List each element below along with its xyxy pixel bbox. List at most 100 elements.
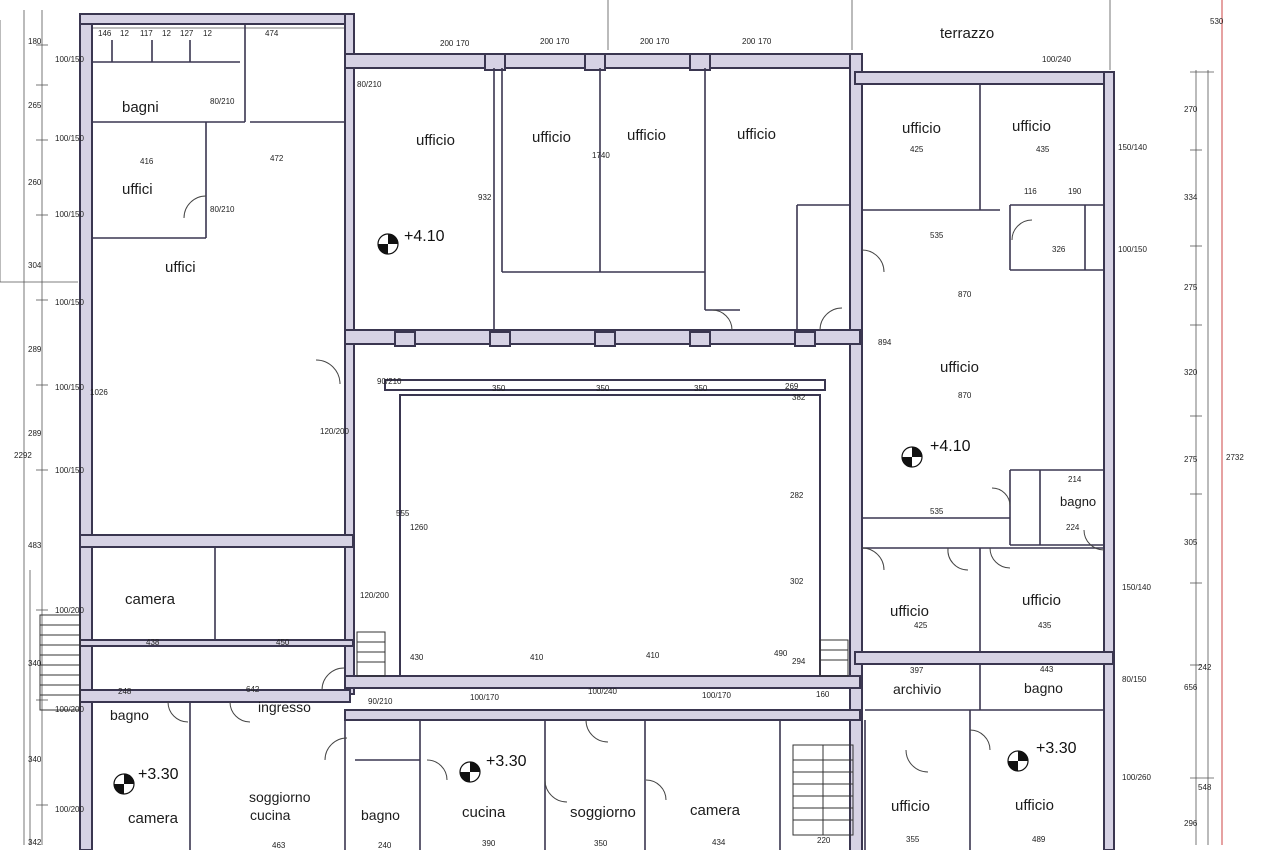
dim-label: 894 bbox=[878, 338, 892, 347]
room-label-bagno-se: bagno bbox=[1024, 680, 1063, 696]
room-label-ufficio-se2: ufficio bbox=[1022, 592, 1061, 609]
room-label-soggiorno-s: soggiorno bbox=[570, 804, 636, 821]
dim-label: 12 bbox=[203, 29, 212, 38]
dim-label: 127 bbox=[180, 29, 194, 38]
dim-label: 200 bbox=[440, 39, 454, 48]
doors bbox=[167, 195, 1105, 803]
dim-label: 870 bbox=[958, 290, 972, 299]
dim-label: 450 bbox=[276, 638, 290, 647]
opening-label: 120/200 bbox=[320, 427, 349, 436]
dim-label: 548 bbox=[1198, 783, 1212, 792]
dim-label: 117 bbox=[140, 29, 153, 38]
room-label-camera-w: camera bbox=[125, 591, 176, 608]
dim-label: 146 bbox=[98, 29, 112, 38]
dim-label: 410 bbox=[646, 651, 660, 660]
opening-label: 100/150 bbox=[55, 210, 84, 219]
dim-label: 472 bbox=[270, 154, 284, 163]
opening-label: 100/150 bbox=[55, 466, 84, 475]
dim-label: 12 bbox=[120, 29, 129, 38]
opening-label: 80/210 bbox=[210, 97, 235, 106]
dim-label: 214 bbox=[1068, 475, 1082, 484]
level-label: +3.30 bbox=[138, 766, 179, 783]
room-label-ufficio-c: ufficio bbox=[627, 127, 666, 144]
opening-label: 100/150 bbox=[55, 134, 84, 143]
level-label: +3.30 bbox=[1036, 740, 1077, 757]
opening-label: 150/140 bbox=[1122, 583, 1151, 592]
dim-label: 190 bbox=[1068, 187, 1082, 196]
dim-label: 220 bbox=[817, 836, 831, 845]
dim-label: 248 bbox=[118, 687, 132, 696]
dim-label: 530 bbox=[1210, 17, 1224, 26]
dim-label: 200 bbox=[540, 37, 554, 46]
opening-label: 160 bbox=[816, 690, 830, 699]
level-marker: +3.30 bbox=[113, 766, 179, 795]
dim-label: 490 bbox=[774, 649, 788, 658]
room-label-camera-sw: camera bbox=[128, 810, 179, 827]
dim-label: 170 bbox=[556, 37, 570, 46]
dim-label: 116 bbox=[1024, 187, 1037, 196]
room-label-ufficio-d: ufficio bbox=[737, 126, 776, 143]
dim-label: 282 bbox=[790, 491, 804, 500]
dim-label: 535 bbox=[930, 231, 944, 240]
dim-label: 355 bbox=[906, 835, 920, 844]
room-label-camera-s: camera bbox=[690, 802, 741, 819]
dim-label: 340 bbox=[28, 659, 42, 668]
dim-label: 555 bbox=[396, 509, 410, 518]
room-label-bagni: bagni bbox=[122, 99, 159, 116]
dim-label: 438 bbox=[146, 638, 160, 647]
dim-label: 1026 bbox=[90, 388, 108, 397]
room-label-bagno-e: bagno bbox=[1060, 494, 1096, 509]
opening-label: 100/150 bbox=[1118, 245, 1147, 254]
dim-label: 180 bbox=[28, 37, 42, 46]
walls bbox=[79, 13, 1115, 850]
opening-label: 80/210 bbox=[210, 205, 235, 214]
level-marker: +3.30 bbox=[1007, 740, 1077, 772]
opening-label: 120/200 bbox=[360, 591, 389, 600]
dim-label: 350 bbox=[492, 384, 506, 393]
opening-label: 100/150 bbox=[55, 298, 84, 307]
room-label-ufficio-s2: ufficio bbox=[1015, 797, 1054, 814]
dim-label: 434 bbox=[712, 838, 726, 847]
room-label-bagno-w: bagno bbox=[110, 707, 149, 723]
room-label-ufficio-a: ufficio bbox=[416, 132, 455, 149]
dim-label: 340 bbox=[28, 755, 42, 764]
level-label: +4.10 bbox=[404, 228, 445, 245]
dim-label: 483 bbox=[28, 541, 42, 550]
dim-label: 305 bbox=[1184, 538, 1198, 547]
room-label-bagno-s: bagno bbox=[361, 807, 400, 823]
dim-label: 294 bbox=[792, 657, 806, 666]
dim-label: 170 bbox=[456, 39, 470, 48]
room-label-soggiorno-cucina-2: cucina bbox=[250, 807, 291, 823]
dim-label: 289 bbox=[28, 345, 42, 354]
room-label-ufficio-b: ufficio bbox=[532, 129, 571, 146]
dim-label: 489 bbox=[1032, 835, 1046, 844]
opening-label: 150/140 bbox=[1118, 143, 1147, 152]
level-marker: +4.10 bbox=[901, 438, 971, 468]
dim-label: 242 bbox=[1198, 663, 1212, 672]
opening-label: 100/260 bbox=[1122, 773, 1151, 782]
opening-label: 100/150 bbox=[55, 55, 84, 64]
dim-label: 326 bbox=[1052, 245, 1066, 254]
room-label-cucina-s: cucina bbox=[462, 804, 506, 821]
dim-label: 416 bbox=[140, 157, 154, 166]
dim-label: 342 bbox=[28, 838, 42, 847]
dim-label: 170 bbox=[656, 37, 670, 46]
dim-label: 270 bbox=[1184, 105, 1198, 114]
dim-label: 304 bbox=[28, 261, 42, 270]
room-label-terrazzo: terrazzo bbox=[940, 25, 994, 42]
dim-label: 302 bbox=[790, 577, 804, 586]
room-labels: terrazzo bagni uffici uffici ufficio uff… bbox=[110, 25, 1096, 827]
dim-label: 390 bbox=[482, 839, 496, 848]
opening-label: 80/150 bbox=[1122, 675, 1147, 684]
dim-label: 334 bbox=[1184, 193, 1198, 202]
dim-label: 435 bbox=[1036, 145, 1050, 154]
dim-label: 870 bbox=[958, 391, 972, 400]
partitions bbox=[92, 24, 1104, 850]
dim-label: 320 bbox=[1184, 368, 1198, 377]
dim-label: 224 bbox=[1066, 523, 1080, 532]
dim-label: 275 bbox=[1184, 283, 1198, 292]
dim-label: 656 bbox=[1184, 683, 1198, 692]
dim-label: 265 bbox=[28, 101, 42, 110]
dim-label: 296 bbox=[1184, 819, 1198, 828]
